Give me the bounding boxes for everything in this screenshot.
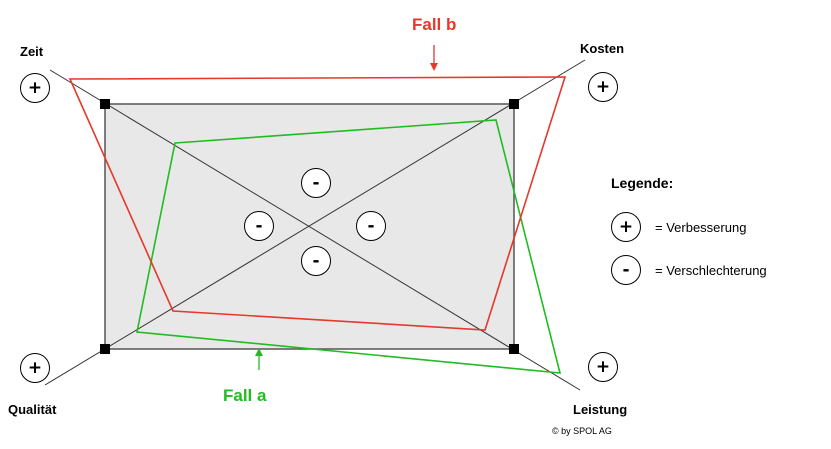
plus-icon-kosten: + xyxy=(588,72,618,102)
minus-icon-bottom: - xyxy=(301,246,331,276)
legend-minus-icon: - xyxy=(611,255,641,285)
copyright-text: © by SPOL AG xyxy=(552,426,612,436)
plus-icon-leistung: + xyxy=(588,352,618,382)
label-zeit: Zeit xyxy=(20,44,44,59)
legend-item-verbesserung: = Verbesserung xyxy=(655,220,747,235)
label-kosten: Kosten xyxy=(580,41,625,56)
plus-icon-zeit: + xyxy=(20,73,50,103)
corner-marker-zeit xyxy=(100,99,110,109)
fall-a-polygon xyxy=(136,119,562,374)
fall-a-arrow xyxy=(255,348,263,370)
fall-b-arrow xyxy=(430,45,438,71)
fall-b-label: Fall b xyxy=(412,15,457,34)
corner-marker-kosten xyxy=(509,99,519,109)
label-leistung: Leistung xyxy=(573,402,628,417)
legend-plus-icon: + xyxy=(611,212,641,242)
fall-b-polygon xyxy=(68,76,567,331)
axis-zeit-leistung xyxy=(49,69,581,391)
corner-marker-leistung xyxy=(509,344,519,354)
minus-icon-left: - xyxy=(244,211,274,241)
legend-item-verschlechterung: = Verschlechterung xyxy=(655,263,767,278)
corner-marker-qualitaet xyxy=(100,344,110,354)
minus-icon-top: - xyxy=(301,168,331,198)
legend-title: Legende: xyxy=(611,175,674,191)
label-qualitaet: Qualität xyxy=(8,402,57,417)
fall-a-label: Fall a xyxy=(223,386,267,405)
plus-icon-qualitaet: + xyxy=(20,353,50,383)
axis-kosten-qualitaet xyxy=(44,59,586,386)
minus-icon-right: - xyxy=(356,211,386,241)
